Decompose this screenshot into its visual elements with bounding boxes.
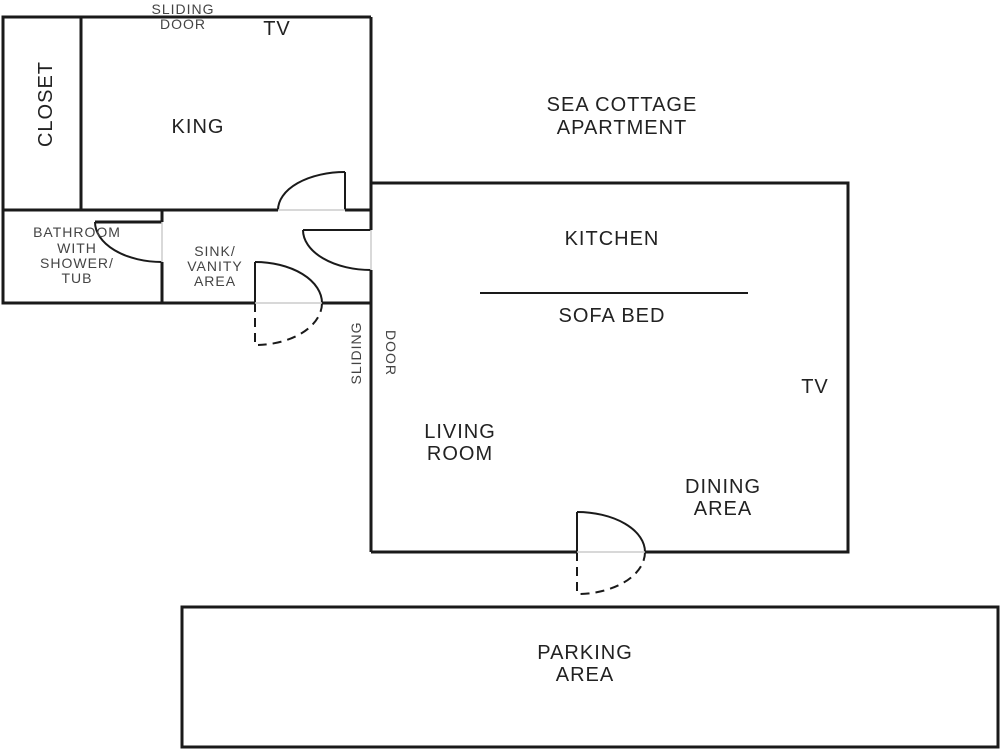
title-line-1: SEA COTTAGE — [547, 94, 698, 116]
living-room-label: LIVING — [424, 421, 496, 443]
bathroom-label-3: SHOWER/ — [40, 255, 114, 271]
king-label: KING — [172, 116, 225, 138]
sliding-door-side-label: SLIDING — [348, 321, 364, 384]
title-line-2: APARTMENT — [557, 117, 688, 139]
dining-area-label-2: AREA — [694, 498, 752, 520]
sliding-door-side-label-2: DOOR — [383, 330, 399, 376]
bathroom-label: BATHROOM — [33, 224, 121, 240]
bedroom-walls — [1, 15, 373, 552]
parking-label: PARKING — [537, 642, 633, 664]
sink-door — [254, 261, 324, 346]
main-room-walls — [371, 181, 850, 554]
parking-area — [180, 605, 1000, 749]
sliding-door-top-label: SLIDING — [151, 1, 214, 17]
tv-bedroom-label: TV — [263, 18, 291, 40]
sink-label-2: VANITY — [187, 258, 243, 274]
sliding-door-top-label-2: DOOR — [160, 16, 206, 32]
parking-label-2: AREA — [556, 664, 614, 686]
bedroom-door — [277, 171, 346, 211]
sofa-bed-label: SOFA BED — [559, 305, 666, 327]
front-door — [576, 511, 647, 595]
closet-label: CLOSET — [35, 61, 57, 147]
bathroom-label-4: TUB — [62, 270, 93, 286]
sink-label-3: AREA — [194, 273, 236, 289]
bathroom-label-2: WITH — [57, 240, 97, 256]
bathroom-door — [94, 221, 163, 263]
sink-label: SINK/ — [194, 243, 236, 259]
hall-door — [302, 229, 372, 271]
kitchen-label: KITCHEN — [565, 228, 660, 250]
dining-area-label: DINING — [685, 476, 761, 498]
living-room-label-2: ROOM — [427, 443, 493, 465]
tv-living-label: TV — [801, 376, 829, 398]
